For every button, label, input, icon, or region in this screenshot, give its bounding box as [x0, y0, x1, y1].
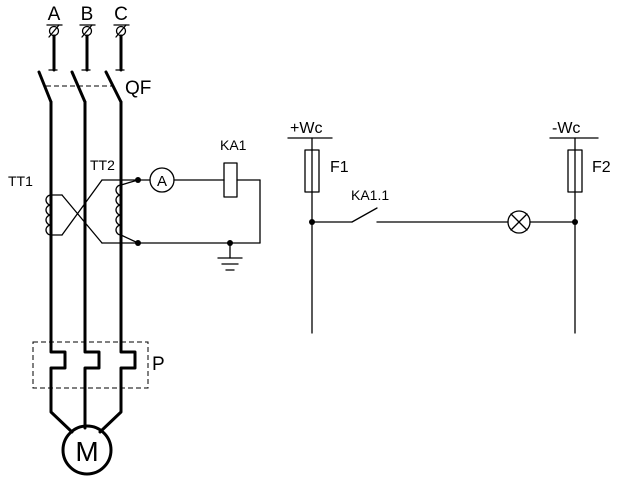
breaker-qf: QF: [37, 34, 151, 104]
motor-label: M: [75, 436, 98, 467]
fuse-f2: F2: [567, 149, 611, 193]
ammeter: A: [149, 167, 175, 193]
ground-symbol: [217, 242, 243, 271]
secondary-circuit: A KA1: [135, 137, 261, 271]
phase-c-label: C: [114, 4, 128, 25]
phase-a-label: A: [48, 4, 61, 25]
thermal-relay-label: P: [152, 354, 165, 375]
fuse-f1-label: F1: [330, 159, 349, 176]
tt1-label: TT1: [8, 173, 33, 189]
motor-symbol: [61, 424, 113, 476]
junction-dot: [135, 177, 141, 183]
relay-contact-ka1-1: KA1.1: [311, 187, 509, 223]
fuse-f1: F1: [304, 149, 349, 193]
current-transformer-tt1: TT1: [8, 173, 63, 236]
signal-circuit: +Wc F1 KA1.1 -Wc: [287, 120, 611, 334]
tt2-label: TT2: [90, 157, 115, 173]
minus-wc-label: -Wc: [552, 120, 580, 137]
tt-cross-connection: [61, 179, 139, 244]
thermal-relay-p: P: [32, 341, 165, 390]
fuse-f2-label: F2: [592, 159, 611, 176]
motor: M: [49, 386, 123, 476]
phase-b-label: B: [81, 4, 94, 25]
current-transformer-tt2: TT2: [90, 157, 122, 236]
relay-ka1-label: KA1: [220, 137, 247, 153]
ammeter-label: A: [157, 173, 167, 190]
relay-contact-label: KA1.1: [351, 187, 389, 203]
phase-terminals: A B C: [46, 4, 130, 38]
signal-lamp: [507, 210, 531, 234]
breaker-qf-label: QF: [125, 78, 151, 99]
relay-ka1-coil: KA1: [220, 137, 247, 198]
plus-wc-label: +Wc: [290, 120, 322, 137]
